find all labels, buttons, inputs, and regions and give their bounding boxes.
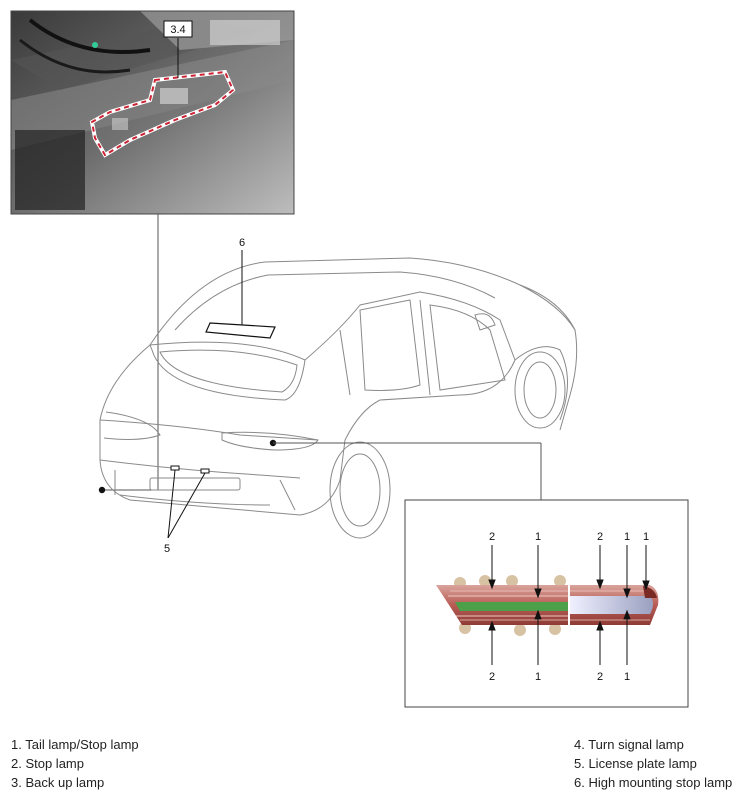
callout-5: 5 bbox=[164, 543, 170, 555]
inner-lamp-left bbox=[436, 575, 568, 636]
detail-top-2: 1 bbox=[535, 531, 541, 543]
legend-left: 1. Tail lamp/Stop lamp 2. Stop lamp 3. B… bbox=[11, 735, 139, 792]
license-lamp-right bbox=[200, 468, 210, 474]
legend-right: 4. Turn signal lamp 5. License plate lam… bbox=[574, 735, 732, 792]
legend-item: 1. Tail lamp/Stop lamp bbox=[11, 737, 139, 752]
detail-top-1: 2 bbox=[489, 531, 495, 543]
rear-lamp-diagram: 3.4 bbox=[10, 10, 689, 708]
high-mount-stop-lamp bbox=[205, 322, 276, 339]
legend-item: 6. High mounting stop lamp bbox=[574, 775, 733, 790]
car-drawing bbox=[99, 257, 578, 539]
detail-top-4: 1 bbox=[624, 531, 630, 543]
legend-item: 5. License plate lamp bbox=[574, 756, 697, 771]
leader-dot-left bbox=[98, 486, 106, 494]
inset-label: 3.4 bbox=[170, 24, 185, 36]
detail-top-3: 2 bbox=[597, 531, 603, 543]
detail-bottom-3: 2 bbox=[597, 671, 603, 683]
lamp-detail-box: 2 1 2 1 1 2 1 2 1 bbox=[404, 499, 689, 708]
detail-top-5: 1 bbox=[643, 531, 649, 543]
detail-bottom-4: 1 bbox=[624, 671, 630, 683]
license-lamp-left bbox=[170, 465, 180, 471]
detail-bottom-2: 1 bbox=[535, 671, 541, 683]
outer-lamp-right bbox=[570, 585, 659, 625]
legend-item: 4. Turn signal lamp bbox=[574, 737, 684, 752]
legend-item: 3. Back up lamp bbox=[11, 775, 105, 790]
callout-6: 6 bbox=[239, 237, 245, 249]
legend-item: 2. Stop lamp bbox=[11, 756, 84, 771]
detail-bottom-1: 2 bbox=[489, 671, 495, 683]
inset-photo: 3.4 bbox=[10, 10, 295, 215]
